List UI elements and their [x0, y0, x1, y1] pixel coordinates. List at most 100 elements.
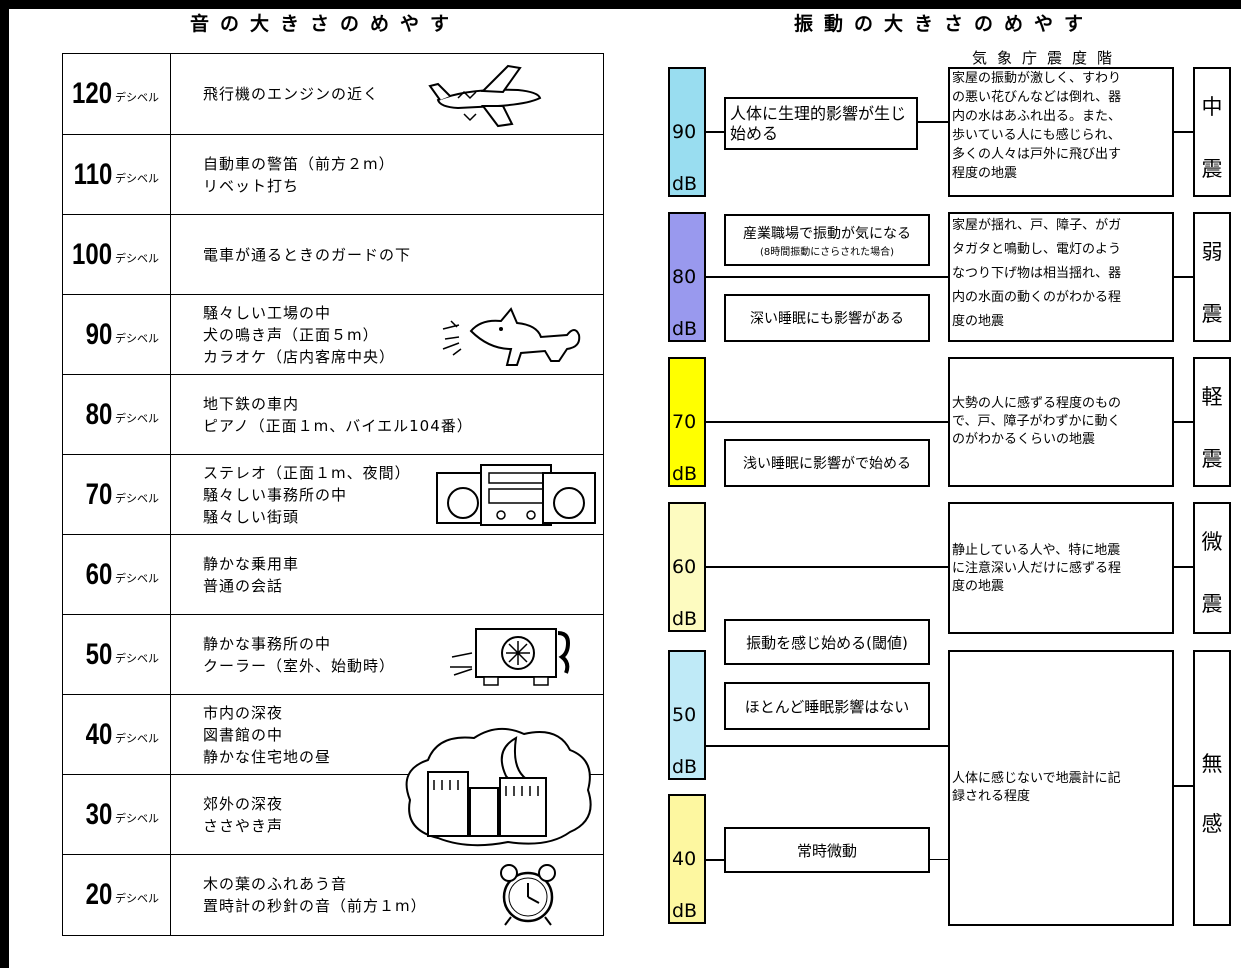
scale-char: 中	[1201, 95, 1223, 119]
desc-line: ささやき声	[203, 816, 284, 835]
sound-table: 120 デシベル 飛行機のエンジンの近く 110 デシベル 自動車の警笛（前方２…	[62, 53, 604, 936]
db-unit: デシベル	[115, 571, 159, 585]
label-threshold: 振動を感じ始める(閾値)	[724, 619, 930, 665]
desc-line: 度の地震	[952, 314, 1005, 329]
desc-line: 程度の地震	[952, 166, 1018, 181]
jma-header: 気象庁震度階	[972, 49, 1123, 67]
desc-line: リベット打ち	[203, 176, 300, 195]
desc-line: 大勢の人に感ずる程度のもの	[952, 396, 1122, 411]
desc-line: の悪い花びんなどは倒れ、器	[952, 90, 1122, 105]
scale-char: 感	[1201, 812, 1223, 836]
level-value: 90	[672, 121, 697, 143]
level-unit: dB	[672, 756, 698, 778]
desc-line: 騒々しい工場の中	[203, 303, 332, 322]
sound-row: 70 デシベル ステレオ（正面１m、夜間） 騒々しい事務所の中 騒々しい街頭	[63, 454, 603, 534]
db-cell: 110 デシベル	[63, 135, 171, 214]
level-bar-50: 50 dB	[668, 650, 706, 780]
desc-line: 内の水面の動くのがわかる程	[952, 290, 1122, 305]
desc-line: 人体に感じないで地震計に記	[952, 771, 1121, 786]
desc-line: なつり下げ物は相当揺れ、器	[952, 266, 1122, 281]
level-unit: dB	[672, 318, 698, 340]
desc-line: 自動車の警笛（前方２m）	[203, 154, 395, 173]
desc-line: 普通の会話	[203, 576, 284, 595]
frame-left	[0, 0, 9, 968]
level-unit: dB	[672, 900, 698, 922]
db-unit: デシベル	[115, 811, 159, 825]
sound-row: 90 デシベル 騒々しい工場の中 犬の鳴き声（正面５m） カラオケ（店内客席中央…	[63, 294, 603, 374]
desc-line: 郊外の深夜	[203, 794, 284, 813]
vibration-title: 振動の大きさのめやす	[794, 13, 1095, 35]
desc-line: タガタと鳴動し、電灯のよう	[952, 242, 1122, 257]
sound-row: 40 デシベル 市内の深夜 図書館の中 静かな住宅地の昼	[63, 694, 603, 774]
desc-line: 騒々しい街頭	[203, 507, 300, 526]
sound-description: ステレオ（正面１m、夜間） 騒々しい事務所の中 騒々しい街頭	[203, 462, 411, 528]
level-value: 80	[672, 266, 697, 288]
desc-line: クーラー（室外、始動時）	[203, 656, 396, 675]
stereo-icon	[436, 464, 596, 526]
level-value: 50	[672, 704, 697, 726]
db-unit: デシベル	[115, 331, 159, 345]
sound-title: 音の大きさのめやす	[190, 13, 461, 35]
desc-line: 内の水はあふれ出る。また、	[952, 109, 1122, 124]
intensity-scale: 微 震	[1193, 502, 1231, 634]
db-cell: 100 デシベル	[63, 215, 171, 294]
sound-row: 50 デシベル 静かな事務所の中 クーラー（室外、始動時）	[63, 614, 603, 694]
alarm-clock-icon	[500, 864, 556, 926]
desc-line: 騒々しい事務所の中	[203, 485, 348, 504]
db-value: 110	[73, 157, 112, 191]
db-unit: デシベル	[115, 731, 159, 745]
level-value: 40	[672, 848, 697, 870]
db-value: 120	[71, 77, 112, 110]
db-value: 20	[85, 878, 112, 911]
connector-line	[706, 745, 948, 747]
jma-description: 家屋が揺れ、戸、障子、がガ タガタと鳴動し、電灯のよう なつり下げ物は相当揺れ、…	[948, 212, 1174, 342]
db-cell: 80 デシベル	[63, 375, 171, 454]
connector-line	[916, 121, 948, 123]
connector-line	[706, 421, 948, 423]
sound-description: 静かな事務所の中 クーラー（室外、始動時）	[203, 633, 395, 677]
desc-line: 飛行機のエンジンの近く	[203, 85, 380, 103]
db-value: 70	[85, 477, 112, 511]
db-unit: デシベル	[115, 491, 159, 505]
desc-line: のがわかるくらいの地震	[952, 432, 1096, 447]
desc-line: カラオケ（店内客席中央）	[203, 347, 396, 366]
intensity-scale: 軽 震	[1193, 357, 1231, 487]
scale-char: 軽	[1201, 385, 1223, 409]
connector-line	[706, 276, 948, 278]
desc-line: 家屋の振動が激しく、すわり	[952, 71, 1122, 86]
label-text: ほとんど睡眠影響はない	[744, 697, 910, 716]
db-value: 60	[85, 557, 112, 591]
jma-description: 大勢の人に感ずる程度のもの で、戸、障子がわずかに動く のがわかるくらいの地震	[948, 357, 1174, 487]
intensity-scale: 無 感	[1193, 650, 1231, 926]
sound-row: 100 デシベル 電車が通るときのガードの下	[63, 214, 603, 294]
db-cell: 30 デシベル	[63, 775, 171, 854]
scale-char: 弱	[1201, 240, 1223, 264]
air-conditioner-icon	[450, 628, 571, 686]
airplane-icon	[428, 64, 542, 128]
label-physio: 人体に生理的影響が生じ始める	[724, 97, 918, 150]
db-cell: 120 デシベル	[63, 54, 171, 134]
frame-top	[0, 0, 1241, 9]
sound-description: 電車が通るときのガードの下	[203, 244, 411, 266]
db-value: 100	[71, 237, 112, 271]
sound-row: 30 デシベル 郊外の深夜 ささやき声	[63, 774, 603, 854]
connector-line	[930, 859, 948, 860]
desc-line: 家屋が揺れ、戸、障子、がガ	[952, 218, 1122, 233]
sound-row: 120 デシベル 飛行機のエンジンの近く	[63, 54, 603, 134]
desc-line: 置時計の秒針の音（前方１m）	[203, 897, 427, 915]
connector-line	[706, 859, 724, 861]
db-value: 80	[85, 397, 112, 431]
jma-description: 静止している人や、特に地震 に注意深い人だけに感ずる程 度の地震	[948, 502, 1174, 634]
level-bar-40: 40 dB	[668, 794, 706, 924]
connector-line	[1173, 276, 1193, 278]
desc-line: 市内の深夜	[203, 703, 284, 722]
level-value: 60	[672, 556, 697, 578]
desc-line: 木の葉のふれあう音	[203, 875, 348, 893]
scale-char: 震	[1201, 157, 1223, 181]
sound-description: 飛行機のエンジンの近く	[203, 83, 379, 105]
sound-row: 80 デシベル 地下鉄の車内 ピアノ（正面１m、バイエル104番）	[63, 374, 603, 454]
label-text: 振動を感じ始める(閾値)	[746, 633, 908, 652]
sound-description: 騒々しい工場の中 犬の鳴き声（正面５m） カラオケ（店内客席中央）	[203, 302, 395, 368]
db-unit: デシベル	[115, 171, 159, 185]
db-unit: デシベル	[115, 251, 159, 265]
